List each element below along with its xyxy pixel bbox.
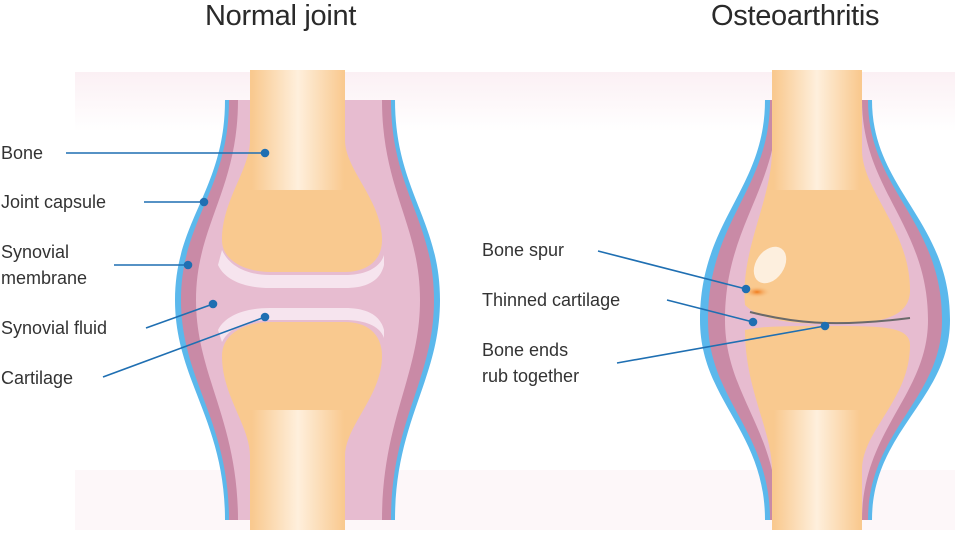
normal-joint <box>175 70 440 530</box>
normal-leader-lines <box>66 148 270 378</box>
osteoarthritis-title: Osteoarthritis <box>711 0 880 32</box>
label-synovial-membrane-line1: Synovial <box>1 242 70 262</box>
label-thinned-cartilage: Thinned cartilage <box>482 290 621 310</box>
upper-cartilage <box>218 250 384 288</box>
lower-cartilage <box>218 308 384 342</box>
label-cartilage: Cartilage <box>1 368 74 388</box>
label-bone: Bone <box>1 143 44 163</box>
normal-joint-title: Normal joint <box>205 0 357 32</box>
label-bone-ends-line2: rub together <box>482 366 580 386</box>
label-synovial-fluid: Synovial fluid <box>1 318 108 338</box>
label-synovial-membrane-line2: membrane <box>1 268 88 288</box>
label-joint-capsule: Joint capsule <box>1 192 107 212</box>
bone-contact-line <box>749 311 911 325</box>
osteoarthritis-joint <box>700 70 950 530</box>
label-bone-ends-line1: Bone ends <box>482 340 569 360</box>
label-bone-spur: Bone spur <box>482 240 565 260</box>
oa-leader-lines <box>597 250 830 364</box>
